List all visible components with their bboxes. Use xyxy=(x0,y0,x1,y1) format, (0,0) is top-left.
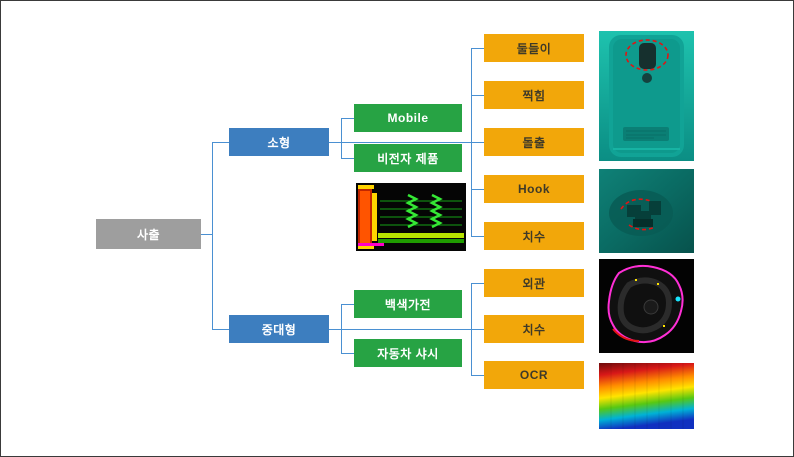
category-node-white-goods: 백색가전 xyxy=(354,290,462,318)
leaf-node: 돌출 xyxy=(484,128,584,156)
category-node-auto-chassis: 자동차 샤시 xyxy=(354,339,462,367)
connector-line xyxy=(212,142,229,143)
branch-node-small: 소형 xyxy=(229,128,329,156)
phone-back-cover-scan-image xyxy=(599,31,694,161)
connector-line xyxy=(471,142,484,143)
category-node-non-electronics: 비전자 제품 xyxy=(354,144,462,172)
connector-line xyxy=(341,118,342,158)
connector-line xyxy=(341,304,342,353)
category-node-mobile: Mobile xyxy=(354,104,462,132)
connector-line xyxy=(341,118,354,119)
leaf-node: 치수 xyxy=(484,222,584,250)
leaf-node: OCR xyxy=(484,361,584,389)
connector-line xyxy=(212,329,229,330)
leaf-node: 찍힘 xyxy=(484,81,584,109)
leaf-node: Hook xyxy=(484,175,584,203)
leaf-node: 치수 xyxy=(484,315,584,343)
part-outline-scan-image xyxy=(599,259,694,353)
leaf-node: 외관 xyxy=(484,269,584,297)
branch-node-mid-large: 중대형 xyxy=(229,315,329,343)
connector-line xyxy=(471,283,484,284)
connector-line xyxy=(212,142,213,329)
connector-line xyxy=(329,329,471,330)
surface-heightmap-scan-image xyxy=(599,363,694,429)
connector-line xyxy=(341,158,354,159)
connector-line xyxy=(471,375,484,376)
connector-line xyxy=(471,48,484,49)
connector-line xyxy=(471,95,484,96)
connector-xray-scan-image xyxy=(356,183,466,251)
connector-line xyxy=(341,304,354,305)
leaf-node: 둘들이 xyxy=(484,34,584,62)
connector-line xyxy=(329,142,471,143)
connector-line xyxy=(341,353,354,354)
connector-line xyxy=(471,329,484,330)
connector-line xyxy=(201,234,212,235)
hook-defect-scan-image xyxy=(599,169,694,253)
root-node-injection: 사출 xyxy=(96,219,201,249)
connector-line xyxy=(471,236,484,237)
connector-line xyxy=(471,189,484,190)
